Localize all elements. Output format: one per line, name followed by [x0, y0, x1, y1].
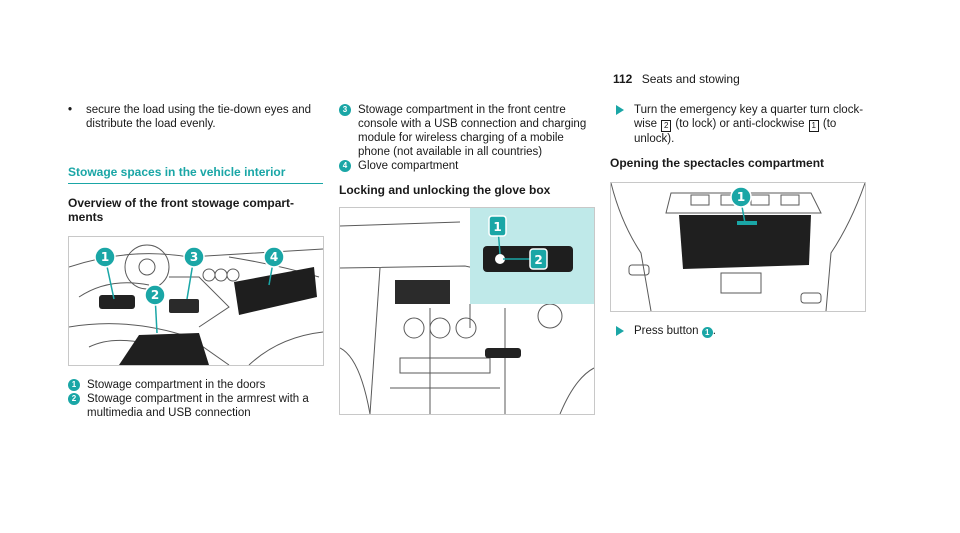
step-text-part: Turn the emergency key a quarter turn cl…	[634, 104, 864, 130]
instruction-step-press-button: Press button 1.	[610, 324, 865, 338]
callout-1: 1	[94, 246, 116, 268]
step-arrow-icon	[616, 105, 624, 115]
column-2: 3 Stowage compartment in the front centr…	[339, 103, 595, 415]
step-text: Turn the emergency key a quarter turn cl…	[634, 103, 865, 146]
legend-number: 2	[68, 393, 80, 405]
section-name: Seats and stowing	[641, 72, 740, 86]
console-tray-shape	[169, 299, 199, 313]
key-1-box: 1	[808, 120, 819, 132]
callout-2: 2	[144, 284, 166, 306]
figure-spectacles: 1	[610, 182, 866, 312]
legend-text: Glove compartment	[358, 160, 459, 172]
bullet-item: • secure the load using the tie-down eye…	[68, 103, 323, 131]
overhead-console-illustration: 1	[611, 183, 865, 311]
legend-list: 1 Stowage compartment in the doors 2 Sto…	[68, 378, 323, 420]
svg-text:2: 2	[151, 288, 159, 302]
figure-front-stowage: 1 2 3 4	[68, 236, 324, 366]
subheading-glovebox: Locking and unlocking the glove box	[339, 183, 551, 197]
step-text-part: .	[712, 325, 716, 337]
legend-text: Stowage compartment in the doors	[87, 379, 266, 391]
legend-list: 3 Stowage compartment in the front centr…	[339, 103, 594, 173]
dashboard-illustration: 1 2	[340, 208, 594, 414]
legend-item: 4 Glove compartment	[339, 159, 594, 173]
display-screen-shape	[395, 280, 450, 304]
svg-text:1: 1	[493, 220, 501, 234]
key-slot-shape	[495, 254, 505, 264]
bullet-text: secure the load using the tie-down eyes …	[86, 104, 312, 130]
legend-number: 1	[68, 379, 80, 391]
page-number: 112	[613, 72, 633, 86]
page-header: 112 Seats and stowing	[613, 72, 740, 86]
svg-text:4: 4	[270, 250, 278, 264]
key-2-box: 2	[661, 120, 672, 132]
interior-illustration: 1 2 3 4	[69, 244, 323, 365]
callout-1: 1	[488, 215, 507, 237]
door-pocket-shape	[99, 295, 135, 309]
subheading-overview: Overview of the front stowage compart- m…	[68, 196, 295, 224]
step-text: Press button 1.	[634, 324, 716, 338]
button-1-marker: 1	[701, 327, 713, 338]
step-text-part: Press button	[634, 325, 702, 337]
legend-number: 4	[339, 160, 351, 172]
subheading-spectacles: Opening the spectacles compartment	[610, 156, 825, 170]
callout-4: 4	[263, 246, 285, 268]
column-3: Turn the emergency key a quarter turn cl…	[610, 103, 866, 338]
legend-text: Stowage compartment in the front centre …	[358, 104, 587, 158]
legend-item: 1 Stowage compartment in the doors	[68, 378, 323, 392]
instruction-step-turn-key: Turn the emergency key a quarter turn cl…	[610, 103, 865, 146]
svg-text:2: 2	[534, 253, 542, 267]
step-text-part: (to unlock).	[634, 118, 837, 145]
figure-glovebox: 1 2	[339, 207, 595, 415]
glovebox-handle-shape	[485, 348, 521, 358]
armrest-shape	[119, 333, 209, 365]
step-text-part: (to lock) or anti-clockwise	[672, 118, 808, 130]
bullet-dot-icon: •	[68, 104, 73, 116]
svg-text:1: 1	[737, 190, 745, 204]
section-title: Stowage spaces in the vehicle interior	[68, 165, 323, 184]
callout-1: 1	[730, 186, 752, 208]
step-arrow-icon	[616, 326, 624, 336]
legend-number: 3	[339, 104, 351, 116]
legend-item: 2 Stowage compartment in the armrest wit…	[68, 392, 323, 420]
svg-text:1: 1	[101, 250, 109, 264]
legend-text: Stowage compartment in the armrest with …	[87, 393, 309, 419]
column-1: • secure the load using the tie-down eye…	[68, 103, 324, 420]
spectacles-compartment-shape	[679, 215, 811, 269]
glovebox-shape	[234, 267, 317, 315]
callout-3: 3	[183, 246, 205, 268]
release-button-shape	[737, 221, 757, 225]
svg-text:3: 3	[190, 250, 198, 264]
callout-2: 2	[529, 248, 548, 270]
legend-item: 3 Stowage compartment in the front centr…	[339, 103, 594, 159]
